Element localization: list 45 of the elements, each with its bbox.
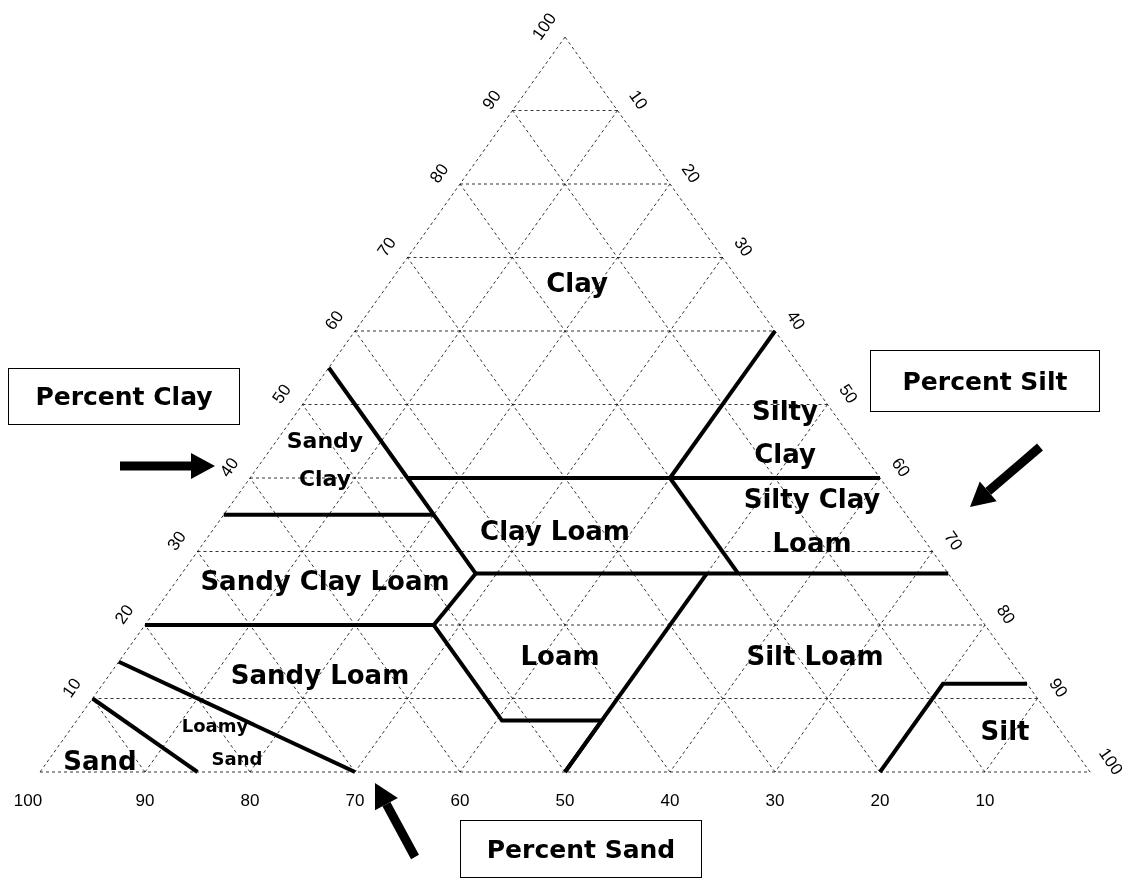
region-label: Silt — [980, 716, 1030, 746]
tick-label: 90 — [478, 86, 505, 114]
region-label: Silty Clay — [752, 396, 818, 469]
tick-label: 20 — [677, 160, 705, 187]
tick-label: 70 — [940, 527, 967, 555]
tick-label: 20 — [870, 791, 890, 811]
tick-label: 60 — [320, 307, 348, 334]
region-label: Loam — [520, 641, 600, 671]
tick-label: 60 — [450, 791, 470, 811]
tick-label: 10 — [58, 674, 85, 702]
region-label: Silty Clay Loam — [743, 484, 881, 558]
tick-label: 100 — [13, 791, 43, 811]
region-label: Sandy Loam — [230, 660, 410, 690]
tick-label: 40 — [782, 307, 810, 334]
tick-label: 90 — [135, 791, 155, 811]
axis-title-box: Percent Sand — [460, 820, 702, 878]
tick-label: 70 — [373, 233, 400, 261]
axis-title-box: Percent Silt — [870, 350, 1100, 412]
tick-label: 50 — [268, 380, 295, 408]
tick-label: 30 — [163, 527, 190, 555]
tick-label: 50 — [835, 380, 862, 408]
tick-label: 50 — [555, 791, 575, 811]
tick-label: 10 — [975, 791, 995, 811]
region-label: Silt Loam — [746, 641, 884, 671]
tick-label: 40 — [660, 791, 680, 811]
tick-label: 100 — [1094, 744, 1126, 779]
tick-label: 60 — [887, 454, 915, 481]
tick-label: 30 — [765, 791, 785, 811]
region-label: Clay Loam — [480, 516, 630, 546]
tick-label: 100 — [528, 9, 561, 44]
tick-label: 20 — [110, 601, 138, 628]
region-label: Clay — [546, 268, 608, 298]
tick-label: 90 — [1045, 674, 1072, 702]
tick-label: 10 — [625, 86, 652, 114]
tick-label: 70 — [345, 791, 365, 811]
region-label: Sand — [63, 746, 137, 776]
region-label: Loamy Sand — [181, 715, 263, 769]
region-label: Sandy Clay Loam — [200, 566, 450, 596]
tick-label: 80 — [992, 601, 1020, 628]
axis-title-box: Percent Clay — [8, 368, 240, 425]
tick-label: 80 — [240, 791, 260, 811]
tick-label: 80 — [425, 160, 453, 187]
tick-label: 30 — [730, 233, 757, 261]
region-label: Sandy Clay — [286, 428, 364, 491]
tick-label: 40 — [215, 454, 243, 481]
